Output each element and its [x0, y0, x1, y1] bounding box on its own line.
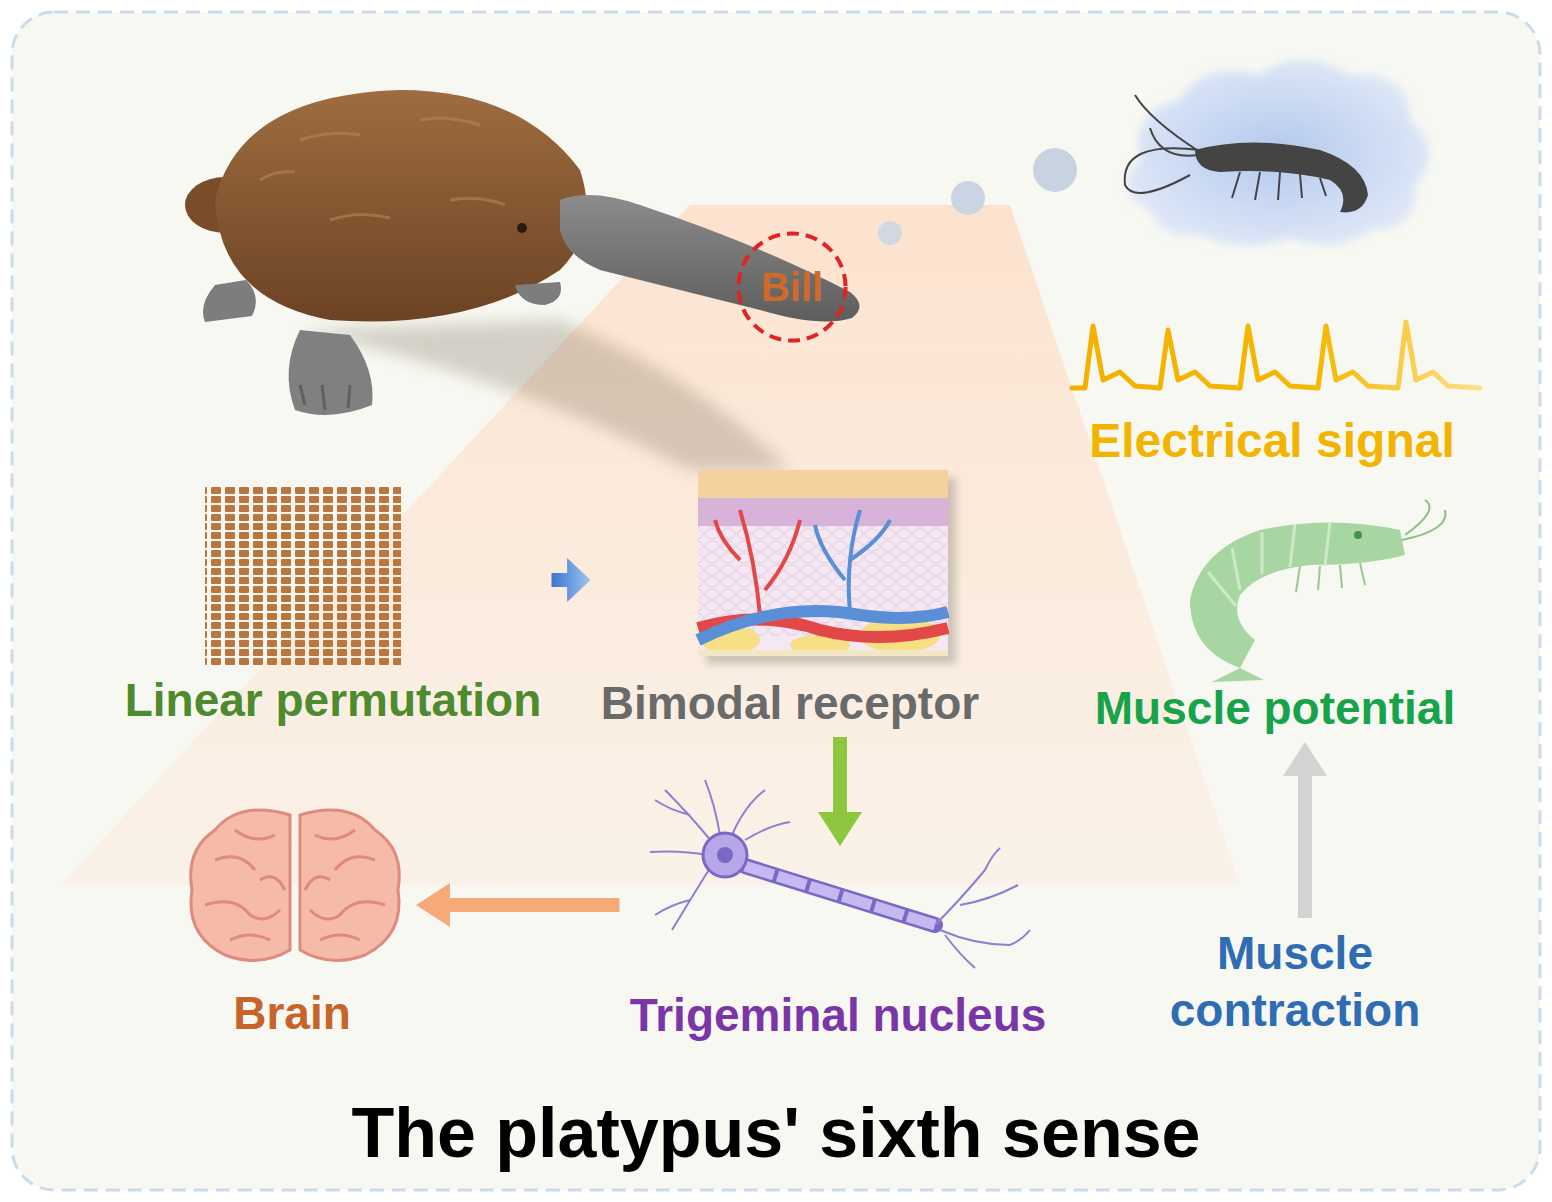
flow-arrow	[552, 558, 591, 602]
flow-arrow	[1283, 742, 1327, 918]
peach-region	[60, 205, 1240, 885]
node-label: Bimodal receptor	[601, 676, 979, 731]
signal-waveform	[1072, 322, 1480, 388]
flow-arrow	[818, 737, 862, 846]
platypus	[185, 90, 860, 470]
receptor-panel: Bimodal receptor	[595, 462, 986, 733]
node-label: Electrical signal	[1089, 412, 1455, 470]
shrimp-silhouette	[1125, 95, 1368, 212]
dashed-circle-outline	[738, 233, 845, 340]
frame	[12, 12, 1540, 1190]
contraction-label: Muscle contraction	[1160, 922, 1430, 1041]
thought-bubbles	[878, 60, 1429, 246]
diagram-title: The platypus' sixth sense	[0, 1091, 1552, 1175]
green-shrimp	[1190, 500, 1445, 682]
brain-icon	[191, 810, 400, 960]
node-label: Linear permutation	[125, 673, 542, 728]
skin-section	[698, 470, 956, 664]
node-label: Muscle contraction	[1164, 925, 1426, 1039]
array-panel: Linear permutation	[119, 478, 548, 730]
neuron-panel: Trigeminal nucleus	[624, 850, 1053, 1045]
receptor-array	[205, 486, 401, 666]
flow-arrow	[416, 883, 620, 927]
node-label: Muscle potential	[1095, 681, 1455, 736]
node-label: Brain	[233, 986, 351, 1041]
shrimp-panel: Muscle potential	[1089, 498, 1462, 738]
brain-panel: Brain	[172, 800, 412, 1043]
node-label: Trigeminal nucleus	[630, 988, 1047, 1043]
node-label: Bill	[761, 263, 823, 311]
bill-callout: Bill	[735, 230, 849, 344]
signal-label: Electrical signal	[1062, 305, 1482, 472]
